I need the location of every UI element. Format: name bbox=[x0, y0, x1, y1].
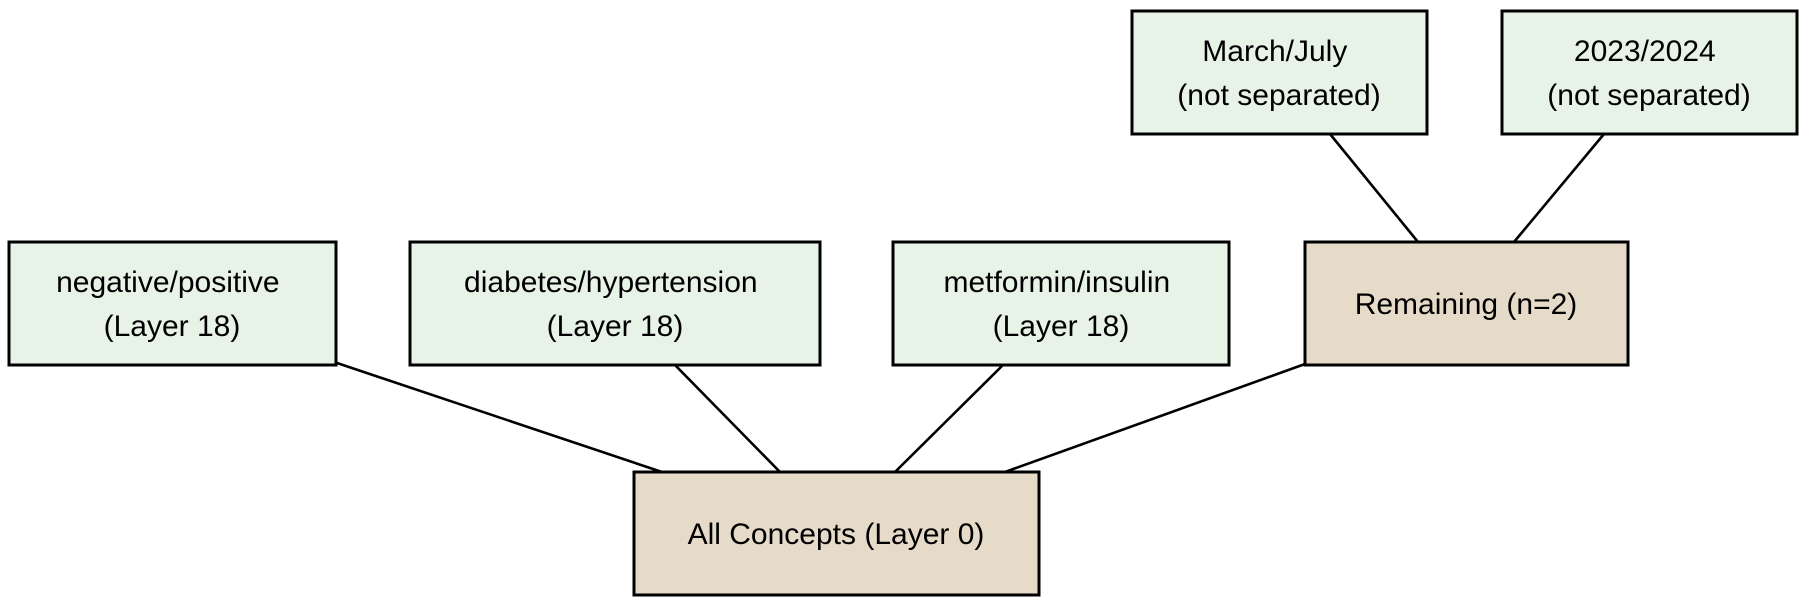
node-label-line-1: March/July bbox=[1202, 35, 1347, 68]
node-label-line-2: (Layer 18) bbox=[104, 310, 241, 343]
node-remaining: Remaining (n=2) bbox=[1303, 240, 1630, 367]
svg-text:Remaining (n=2): Remaining (n=2) bbox=[1355, 288, 1578, 321]
node-box bbox=[1303, 240, 1630, 367]
node-label-line-2: (not separated) bbox=[1177, 79, 1380, 112]
node-label-line-1: 2023/2024 bbox=[1574, 35, 1716, 68]
node-diabetes-hypertension: diabetes/hypertension (Layer 18) bbox=[408, 240, 822, 367]
svg-text:March/July (not separate: March/July (not separated) bbox=[1177, 35, 1380, 112]
node-2023-2024: 2023/2024 (not separated) bbox=[1500, 9, 1799, 136]
edges bbox=[336, 133, 1605, 474]
svg-text:2023/2024 (not separated: 2023/2024 (not separated) bbox=[1547, 35, 1750, 112]
node-label-line-1: negative/positive bbox=[56, 266, 279, 299]
svg-text:negative/positive (Layer: negative/positive (Layer 18) bbox=[56, 266, 288, 343]
edge-march-july-to-remaining bbox=[1328, 133, 1420, 243]
node-box bbox=[1500, 9, 1799, 136]
node-label-line-2: (not separated) bbox=[1547, 79, 1750, 112]
node-label-line-2: (Layer 18) bbox=[547, 310, 684, 343]
edge-metformin-insulin-to-root bbox=[894, 364, 1004, 473]
node-metformin-insulin: metformin/insulin (Layer 18) bbox=[891, 240, 1231, 367]
svg-text:metformin/insulin (Layer: metformin/insulin (Layer 18) bbox=[943, 266, 1178, 343]
node-box bbox=[891, 240, 1231, 367]
edge-remaining-to-root bbox=[1004, 362, 1306, 474]
node-label-line-1: All Concepts (Layer 0) bbox=[688, 518, 985, 551]
node-label-line-1: diabetes/hypertension bbox=[464, 266, 758, 299]
node-box bbox=[632, 470, 1041, 597]
edge-2023-2024-to-remaining bbox=[1513, 133, 1605, 243]
svg-text:diabetes/hypertension (L: diabetes/hypertension (Layer 18) bbox=[464, 266, 766, 343]
node-box bbox=[7, 240, 338, 367]
svg-text:All Concepts (Layer 0): All Concepts (Layer 0) bbox=[688, 518, 985, 551]
edge-diabetes-hypertension-to-root bbox=[674, 364, 781, 473]
node-label-line-1: Remaining (n=2) bbox=[1355, 288, 1578, 321]
node-label-line-2: (Layer 18) bbox=[993, 310, 1130, 343]
edge-negative-positive-to-root bbox=[336, 361, 663, 474]
node-box bbox=[1130, 9, 1429, 136]
node-root: All Concepts (Layer 0) bbox=[632, 470, 1041, 597]
node-negative-positive: negative/positive (Layer 18) bbox=[7, 240, 338, 367]
node-box bbox=[408, 240, 822, 367]
node-label-line-1: metformin/insulin bbox=[943, 266, 1170, 299]
node-march-july: March/July (not separated) bbox=[1130, 9, 1429, 136]
